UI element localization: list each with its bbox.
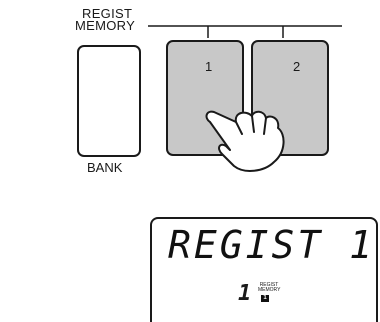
memory-button-1-label: 1 — [205, 59, 212, 74]
bank-label: BANK — [87, 160, 122, 175]
pointing-hand-icon — [196, 100, 296, 180]
lcd-display: REGIST 1 1 REGIST MEMORY 1 — [150, 217, 378, 322]
bank-button[interactable] — [77, 45, 141, 157]
lcd-bank-digit: 1 — [238, 281, 251, 306]
memory-button-2-label: 2 — [293, 59, 300, 74]
lcd-indicator-label-line2: MEMORY — [258, 288, 280, 293]
lcd-memory-box: 1 — [261, 295, 269, 302]
lcd-main-text: REGIST 1 — [168, 223, 375, 267]
